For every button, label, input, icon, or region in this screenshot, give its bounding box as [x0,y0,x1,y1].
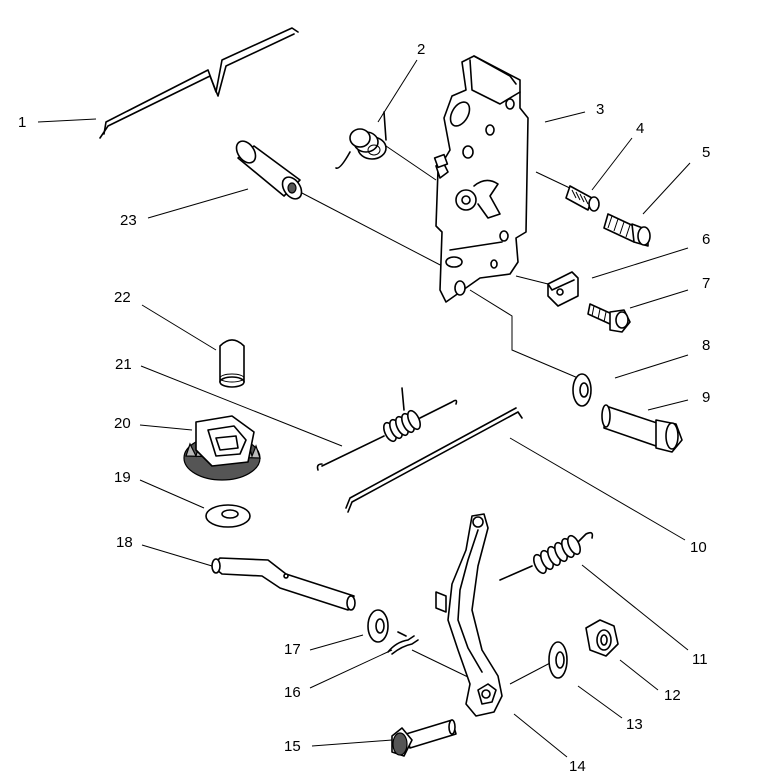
part-2-spring [335,111,387,169]
callout-11: 11 [692,651,708,668]
part-23-sleeve [235,140,303,200]
leader-5 [642,162,691,215]
part-16-clip [387,631,419,655]
part-21-spring [316,387,458,471]
callout-20: 20 [114,415,131,432]
callout-5: 5 [702,144,711,161]
leader-20 [139,424,193,431]
leader-14 [513,713,568,758]
callout-17: 17 [284,641,301,658]
part-13-washer [548,641,568,679]
leader-3 [544,111,586,123]
axis-washer-8 [469,289,579,379]
axis-spring-to-bracket [385,145,437,181]
axis-lever-pin [411,649,471,679]
leader-12 [619,659,659,691]
callout-7: 7 [702,275,711,292]
axis-washer-13 [509,661,553,685]
leader-6 [591,247,689,279]
assembly-axis-lines [299,145,579,685]
part-5-bolt [603,213,651,247]
leader-21 [140,365,343,447]
leader-23 [147,188,249,219]
callout-21: 21 [115,356,132,373]
callout-15: 15 [284,738,301,755]
part-22-cap [219,339,245,388]
part-9-shoulder-bolt [601,404,683,453]
callout-2: 2 [417,41,426,58]
part-8-washer [572,373,592,407]
part-15-clevis-pin [391,719,457,757]
leader-17 [309,634,364,651]
callout-1: 1 [18,114,27,131]
callout-18: 18 [116,534,133,551]
axis-clip-6 [515,275,549,285]
callout-4: 4 [636,120,645,137]
callout-6: 6 [702,231,711,248]
part-19-washer [205,504,251,528]
leader-8 [614,354,689,379]
leader-19 [139,479,205,509]
leader-1 [37,118,97,123]
leader-10 [509,437,686,541]
callout-16: 16 [284,684,301,701]
callout-9: 9 [702,389,711,406]
leader-15 [311,739,393,747]
part-14-lever [435,513,503,717]
part-1-link-rod [99,27,299,139]
part-4-screw [565,185,600,212]
leader-13 [577,685,623,719]
part-10-rod [345,407,523,513]
part-6-clip [547,271,579,307]
callout-19: 19 [114,469,131,486]
leader-11 [581,564,689,651]
part-17-washer [367,609,389,643]
callout-23: 23 [120,212,137,229]
callout-8: 8 [702,337,711,354]
leader-18 [141,544,213,567]
callout-13: 13 [626,716,643,733]
leader-16 [309,649,393,689]
leader-4 [591,137,633,191]
leader-7 [629,289,689,309]
callout-22: 22 [114,289,131,306]
callout-12: 12 [664,687,681,704]
callout-10: 10 [690,539,707,556]
leader-lines [37,59,691,758]
part-11-spring [499,531,594,581]
leader-9 [647,399,689,411]
part-18-shaft [211,557,356,611]
leader-22 [141,304,217,351]
callout-3: 3 [596,101,605,118]
callout-14: 14 [569,758,586,775]
axis-sleeve-to-bracket [299,191,447,269]
part-12-nut [585,619,619,657]
part-7-screw [587,303,631,333]
part-3-control-bracket [433,55,529,303]
part-20-gear [183,415,261,481]
axis-screw-4 [535,171,575,191]
